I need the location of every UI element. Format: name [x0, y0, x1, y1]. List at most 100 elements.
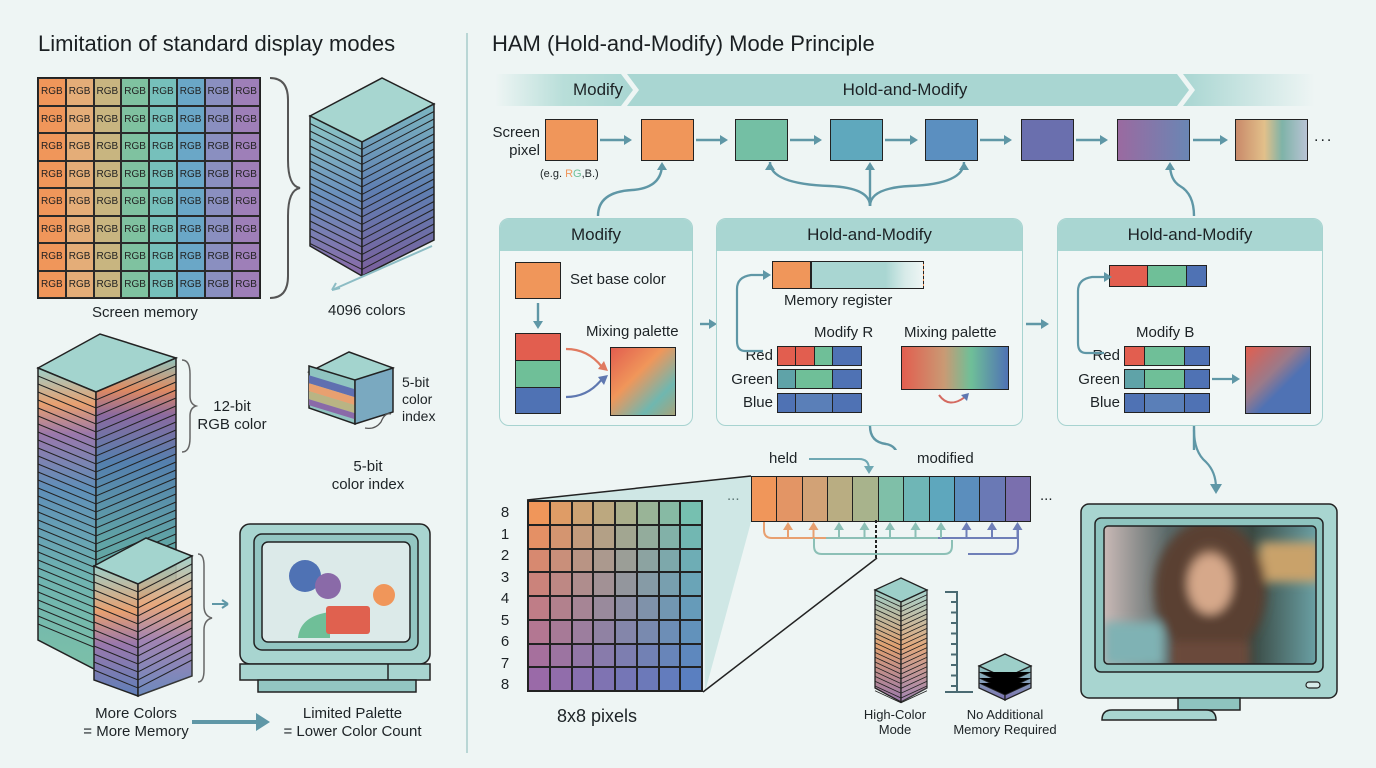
more-colors-label: More Colors = More Memory — [83, 705, 189, 740]
rgb-cell: RGB — [176, 243, 205, 271]
screen-pixel-box — [735, 119, 788, 161]
row-number: 4 — [500, 590, 510, 607]
rgb-cell: RGB — [93, 78, 122, 106]
red-channel-row — [777, 346, 862, 366]
strip-pixel — [1005, 477, 1030, 521]
pixel-cell — [528, 572, 550, 596]
channel-label-green: Green — [731, 371, 773, 388]
mode-banner — [495, 74, 1315, 106]
retro-monitor-limited-palette — [239, 523, 431, 693]
pixel-grid-8x8 — [527, 500, 703, 692]
channel-label-green-b: Green — [1078, 371, 1120, 388]
register-bar-b — [1109, 265, 1207, 287]
pixel-cell — [636, 572, 659, 596]
limited-palette-label: Limited Palette = Lower Color Count — [283, 705, 422, 740]
pixel-cell — [680, 572, 702, 596]
rgb-cell: RGB — [121, 243, 149, 271]
rgb-cell: RGB — [65, 78, 94, 106]
rgb-cell: RGB — [38, 105, 66, 133]
up-arrow-icon — [961, 522, 972, 530]
blue-channel-row-b — [1124, 393, 1210, 413]
rgb12-label: 12-bit RGB color — [197, 398, 267, 433]
row-number: 3 — [500, 568, 510, 586]
pixel-cell — [636, 501, 659, 525]
rgb-cell: RGB — [176, 160, 205, 188]
pixel-cell — [680, 548, 702, 573]
mixing-palette-square-b — [1245, 346, 1311, 414]
up-arrow-icon — [783, 522, 793, 530]
pixel-cell — [680, 643, 702, 668]
pixel-cell — [658, 501, 681, 525]
pixel-cell — [636, 548, 659, 573]
rgb-cell: RGB — [93, 270, 122, 298]
pixel-cell — [658, 619, 681, 644]
right-section-title: HAM (Hold-and-Modify) Mode Principle — [492, 31, 875, 56]
pixel-cell — [636, 619, 659, 644]
pixel-cell — [549, 596, 572, 620]
panel-hold-modify-title: Hold-and-Modify — [717, 219, 1022, 251]
palette-circle-orange — [373, 584, 395, 606]
up-arrow-icon — [910, 522, 921, 530]
row-number: 2 — [500, 547, 510, 564]
panel-hold-modify-b-title: Hold-and-Modify — [1058, 219, 1322, 251]
row-number: 8 — [500, 504, 510, 521]
set-base-color-label: Set base color — [570, 271, 666, 288]
rgb-cell: RGB — [65, 105, 94, 133]
memory-stack-illustration — [269, 77, 436, 299]
mixing-palette-bar — [901, 346, 1009, 390]
rgb-cell: RGB — [232, 243, 260, 271]
rgb-cell: RGB — [121, 78, 149, 106]
channel-label-red-b: Red — [1092, 347, 1120, 364]
held-arrow-icon — [809, 458, 874, 474]
rgb-cell: RGB — [93, 160, 122, 188]
mix-arrows-icon — [565, 347, 608, 399]
pixel-cell — [593, 667, 615, 691]
colors-count-label: 4096 colors — [328, 302, 406, 319]
pixel-cell — [615, 643, 637, 668]
strip-pixel — [878, 477, 905, 521]
pixel-strip — [751, 476, 1031, 522]
pixel-cell — [571, 501, 594, 525]
rgb-cell: RGB — [149, 78, 177, 106]
rgb-cell: RGB — [121, 105, 149, 133]
rgb-cell: RGB — [65, 243, 94, 271]
pixel-cell — [571, 619, 594, 644]
blue-channel-swatch — [515, 387, 561, 414]
pixel-cell — [593, 548, 615, 573]
pixel-cell — [593, 572, 615, 596]
rgb-cell: RGB — [38, 188, 66, 216]
pixel-cell — [658, 643, 681, 668]
rgb-cell: RGB — [121, 270, 149, 298]
hold-modify-arrows — [763, 520, 1023, 560]
rgb-cell: RGB — [38, 243, 66, 271]
pixel-cell — [593, 501, 615, 525]
rgb-cell: RGB — [204, 215, 233, 243]
pixel-cell — [571, 548, 594, 573]
pixel-cell — [571, 572, 594, 596]
up-arrow-icon — [859, 522, 870, 530]
high-color-label: High-Color Mode — [863, 707, 927, 737]
rgb-cell: RGB — [65, 215, 94, 243]
pixel-cell — [615, 524, 637, 549]
pixel-cell — [593, 596, 615, 620]
tall-rgb-stack — [36, 333, 229, 698]
strip-pixel — [929, 477, 955, 521]
pixel-cell — [636, 596, 659, 620]
rgb-cell: RGB — [121, 133, 149, 161]
pixel-cell — [680, 667, 702, 691]
rgb-cell: RGB — [232, 105, 260, 133]
rgb-cell: RGB — [38, 160, 66, 188]
banner-modify: Modify — [572, 80, 624, 99]
pixel-cell — [658, 596, 681, 620]
up-arrow-icon — [808, 522, 819, 530]
row-number: 8 — [500, 676, 510, 693]
up-arrow-icon — [987, 522, 997, 530]
mixing-palette-label: Mixing palette — [586, 323, 679, 340]
row-number: 5 — [500, 611, 510, 629]
pixel-cell — [658, 572, 681, 596]
screen-pixel-box-mixed — [1117, 119, 1190, 161]
pixel-cell — [615, 548, 637, 573]
up-arrow-icon — [834, 522, 844, 530]
rgb-cell: RGB — [38, 78, 66, 106]
